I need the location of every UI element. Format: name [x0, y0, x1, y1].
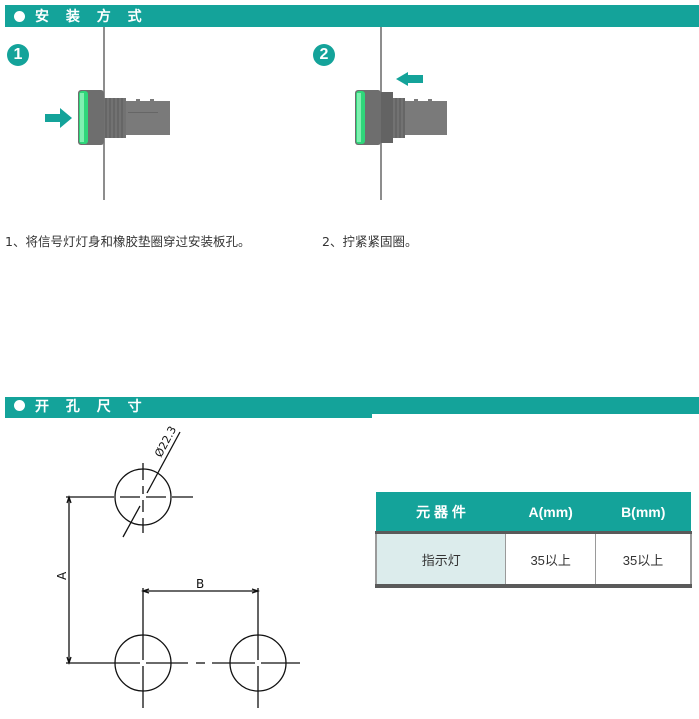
section-title: 安 装 方 式 [35, 9, 148, 25]
step-caption: 1、将信号灯灯身和橡胶垫圈穿过安装板孔。 [5, 234, 251, 249]
lamp-insert-illustration [45, 90, 170, 145]
column-header-component: 元 器 件 [376, 492, 506, 533]
section-header-installation: 安 装 方 式 [5, 5, 699, 27]
section-title: 开 孔 尺 寸 [35, 398, 148, 415]
step-caption: 2、拧紧紧固圈。 [322, 234, 418, 249]
arrow-left-icon [396, 72, 423, 86]
cell-a-value: 35以上 [505, 531, 596, 588]
bullet-dot-icon [14, 10, 25, 22]
cell-b-value: 35以上 [594, 531, 692, 588]
dimension-label-a: A [55, 571, 69, 580]
lamp-tighten-illustration [355, 72, 447, 145]
section-header-cutout: 开 孔 尺 寸 [5, 397, 699, 415]
step-number-badge: 1 [7, 44, 29, 66]
arrow-right-icon [45, 108, 72, 128]
bullet-dot-icon [14, 400, 25, 411]
table-row: 指示灯 35以上 35以上 [375, 531, 692, 588]
table-header-row: 元 器 件 A(mm) B(mm) [376, 492, 691, 533]
section-header-underline [5, 414, 372, 418]
dimension-label-b: B [196, 577, 204, 591]
column-header-a: A(mm) [505, 492, 596, 533]
cutout-size-table: 元 器 件 A(mm) B(mm) 指示灯 35以上 35以上 [375, 492, 692, 588]
cell-component: 指示灯 [375, 531, 506, 588]
step-number-badge: 2 [313, 44, 335, 66]
column-header-b: B(mm) [595, 492, 691, 533]
